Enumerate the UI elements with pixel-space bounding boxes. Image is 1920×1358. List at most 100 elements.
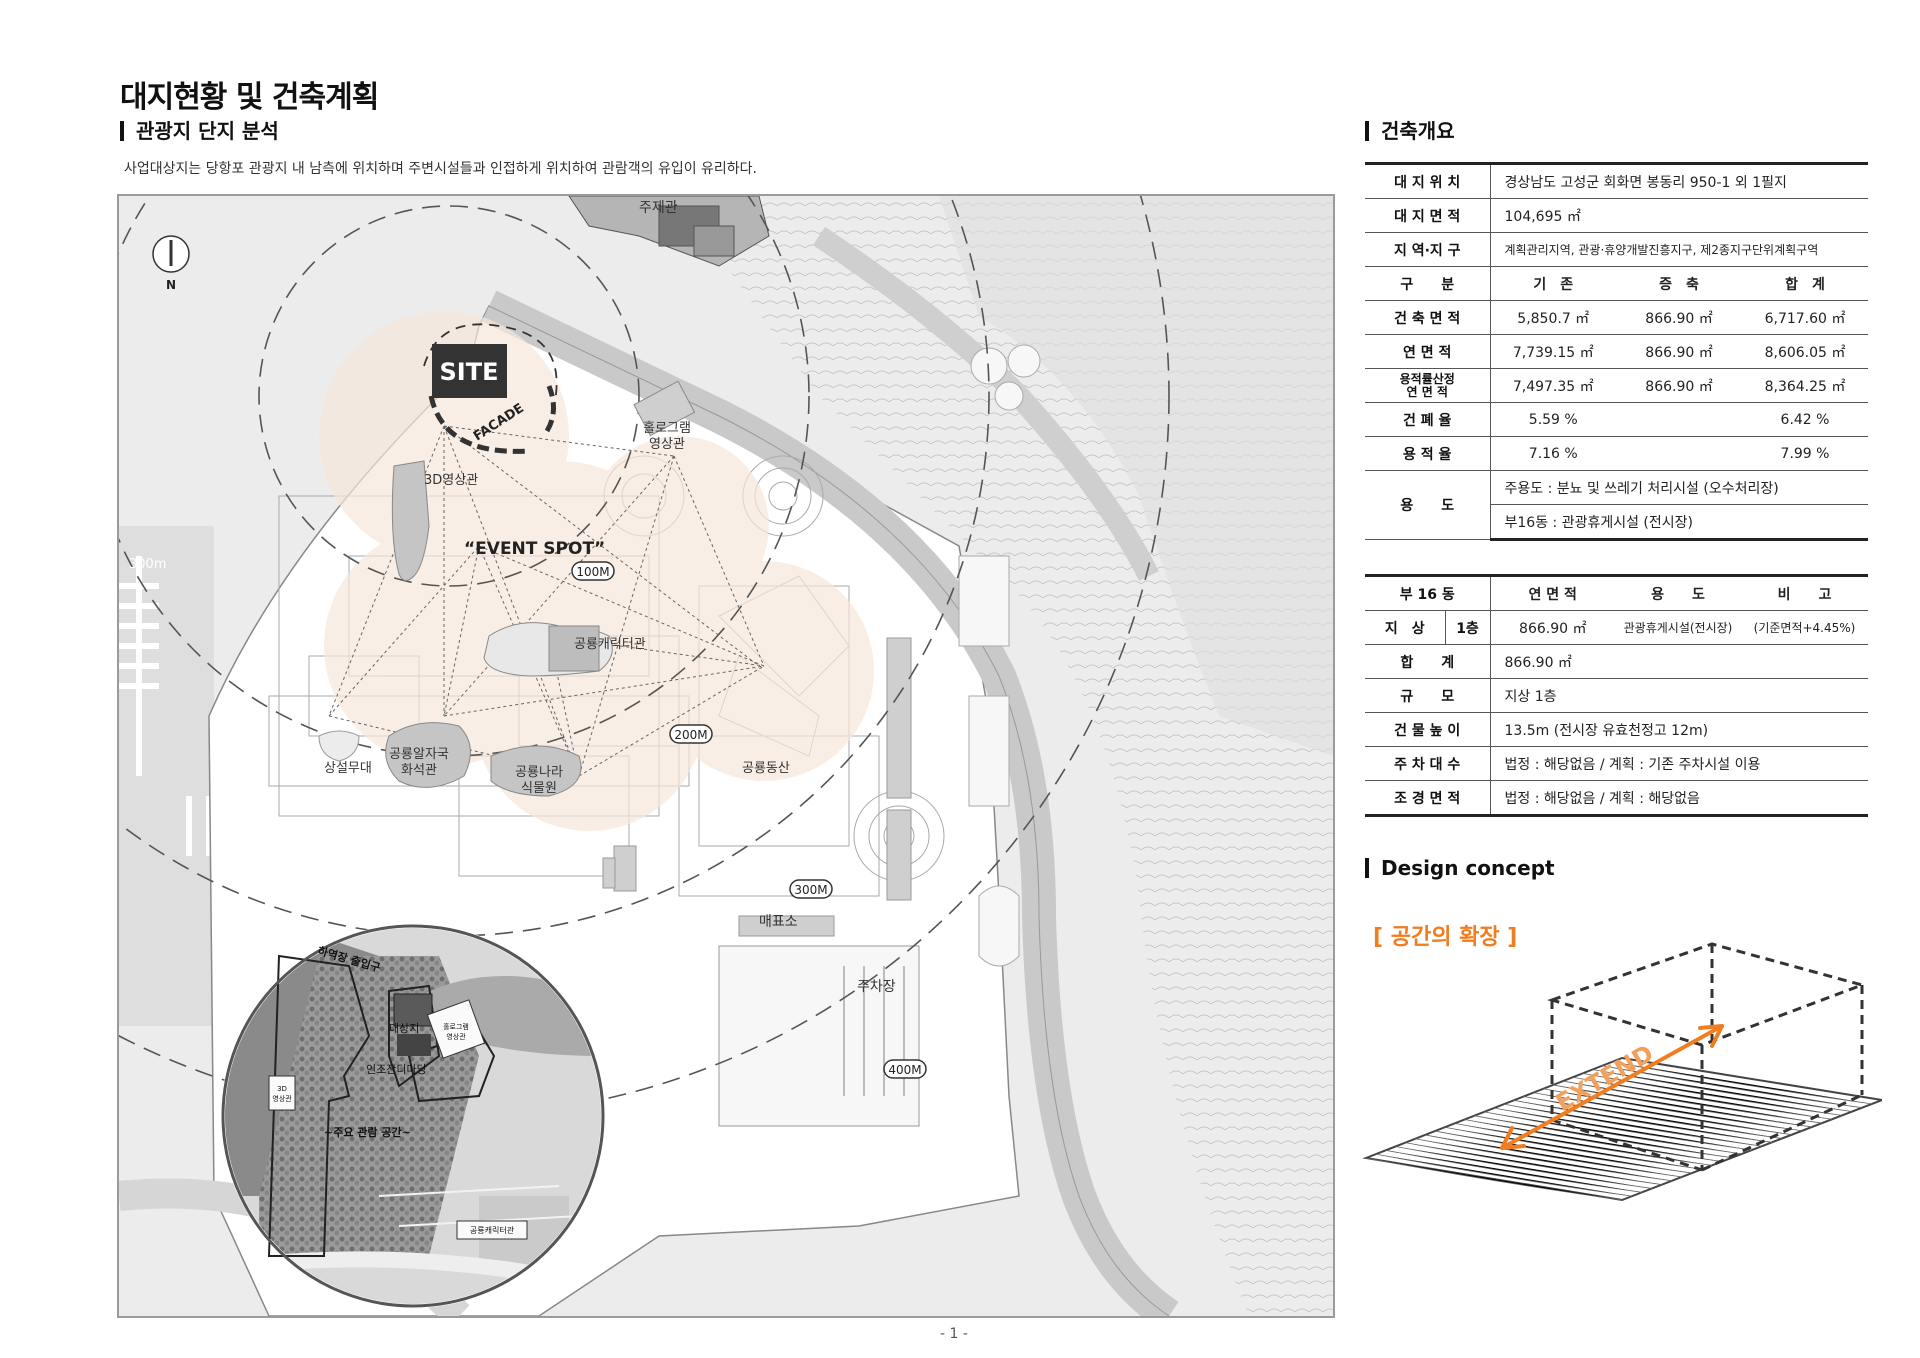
inset-label-3d-2: 영상관 [272,1094,292,1103]
row-value: 104,695 ㎡ [1490,198,1868,233]
row-value: 경상남도 고성군 회화면 봉동리 950-1 외 1필지 [1490,162,1868,199]
table-row: 건 축 면 적 5,850.7 ㎡ 866.90 ㎡ 6,717.60 ㎡ [1365,300,1868,335]
row-label: 구 분 [1365,266,1491,301]
plant-blob [490,745,582,797]
hatch-line [1415,1138,1673,1182]
table-row: 건 폐 율 5.59 % 6.42 % [1365,402,1868,437]
hatch-line [1434,1130,1693,1174]
cell: 5.59 % [1490,402,1616,437]
row-label: 용 도 [1365,470,1491,540]
hatch-line [1523,1096,1783,1139]
hatch-line [1454,1122,1713,1166]
cell: 7.99 % [1742,436,1868,471]
hatch-line [1533,1092,1793,1136]
table-row: 건 물 높 이 13.5m (전시장 유효천정고 12m) [1365,712,1868,747]
hatch-line [1513,1099,1773,1143]
row-label: 연 면 적 [1365,334,1491,369]
section-heading-overview: 건축개요 [1365,121,1455,141]
col-header: 증 축 [1616,266,1742,301]
row-label: 규 모 [1365,678,1491,713]
distance-100m: 100M [576,565,609,579]
site-map: SITE FACADE N 3D영상관 “EVENT SPOT” 공룡캐릭터관 … [117,194,1335,1318]
row-value: 지상 1층 [1490,678,1868,713]
cell: 5,850.7 ㎡ [1490,300,1616,335]
label-video3d: 3D영상관 [424,473,478,488]
row-label: 대 지 면 적 [1365,198,1491,233]
hatch-line [1464,1119,1723,1162]
distance-markers: 100M 200M 300M 400M [571,561,927,1079]
row-label: 조 경 면 적 [1365,780,1491,817]
inset-label-lawn: 인조잔디마당 [366,1063,427,1076]
table-row: 용 적 율 7.16 % 7.99 % [1365,436,1868,471]
section-heading-design-concept: Design concept [1365,858,1555,878]
cell: 7,739.15 ㎡ [1490,334,1616,369]
table-row: 대 지 위 치 경상남도 고성군 회화면 봉동리 950-1 외 1필지 [1365,162,1868,199]
cell: 7.16 % [1490,436,1616,471]
cell: 8,606.05 ㎡ [1742,334,1868,369]
cell: 8,364.25 ㎡ [1742,368,1868,403]
annex-table: 부 16 동 연 면 적 용 도 비 고 지 상 1층 866.90 ㎡ 관광휴… [1365,574,1868,817]
hatch-line [1405,1142,1663,1186]
hatch-line [1582,1072,1843,1116]
col-header: 용 도 [1615,574,1741,611]
inset-label-main-space: ~주요 관람 공간~ [324,1125,411,1139]
label-event-spot: “EVENT SPOT” [464,539,605,559]
cell: 관광휴게시설(전시장) [1615,610,1741,645]
extend-arrow-icon [1500,1024,1724,1150]
label-ticket: 매표소 [759,914,798,930]
label-dino-character: 공룡캐릭터관 [574,637,646,652]
cell: 866.90 ㎡ [1616,368,1742,403]
inset-label-target: 대상지 [389,1022,419,1035]
distance-300m: 300M [794,883,827,897]
north-label: N [166,278,176,292]
col-header: 비 고 [1741,574,1868,611]
hatch-line [1543,1088,1803,1132]
hatch-line [1562,1080,1823,1124]
hatch-line [1592,1069,1853,1112]
col-header: 합 계 [1742,266,1868,301]
overview-table: 대 지 위 치 경상남도 고성군 회화면 봉동리 950-1 외 1필지 대 지… [1365,162,1868,541]
label-stage: 상설무대 [324,761,372,776]
label-hologram-2: 영상관 [649,437,685,452]
row-value: 주용도 : 분뇨 및 쓰레기 처리시설 (오수처리장) [1490,470,1868,505]
cell: 6,717.60 ㎡ [1742,300,1868,335]
table-row: 규 모 지상 1층 [1365,678,1868,713]
table-row-header: 구 분 기 존 증 축 합 계 [1365,266,1868,301]
concept-title: [ 공간의 확장 ] [1373,925,1518,950]
hatch-line [1395,1146,1653,1189]
site-marker [432,344,507,398]
label-dino-egg-2: 화석관 [401,763,437,778]
table-row: 합 계 866.90 ㎡ [1365,644,1868,679]
theme-hall-building [568,196,770,267]
cell: 7,497.35 ㎡ [1490,368,1616,403]
table-row: 지 상 1층 866.90 ㎡ 관광휴게시설(전시장) (기준면적+4.45%) [1365,610,1868,645]
egg-blob [385,722,471,788]
section-heading-site-analysis: 관광지 단지 분석 [120,121,279,141]
row-label: 대 지 위 치 [1365,162,1491,199]
row-label: 용적률산정 연 면 적 [1365,368,1491,403]
table-row: 대 지 면 적 104,695 ㎡ [1365,198,1868,233]
intro-text: 사업대상지는 당항포 관광지 내 남측에 위치하며 주변시설들과 인접하게 위치… [124,161,757,177]
row-label: 주 차 대 수 [1365,746,1491,781]
col-header: 기 존 [1490,266,1616,301]
label-parking: 주차장 [857,979,896,995]
row-label: 지 역·지 구 [1365,232,1491,267]
table-row: 부16동 : 관광휴게시설 (전시장) [1365,504,1868,541]
cell: 866.90 ㎡ [1616,334,1742,369]
label-dino-hill: 공룡동산 [742,761,790,776]
row-label: 지 상 [1365,610,1446,645]
row-label: 합 계 [1365,644,1491,679]
row-label: 건 폐 율 [1365,402,1491,437]
hatch-line [1425,1134,1683,1178]
table-row: 용 도 주용도 : 분뇨 및 쓰레기 처리시설 (오수처리장) [1365,470,1868,540]
label-300m-left: 300m [129,557,166,572]
label-dino-egg-1: 공룡알자국 [389,747,449,762]
row-label: 용 적 율 [1365,436,1491,471]
row-label: 건 물 높 이 [1365,712,1491,747]
hatch-line [1553,1084,1813,1128]
hatch-line [1385,1149,1643,1193]
label-hologram-1: 홀로그램 [643,421,691,436]
row-value: 13.5m (전시장 유효천정고 12m) [1490,712,1868,747]
site-label: SITE [440,358,499,386]
row-value: 866.90 ㎡ [1490,644,1868,679]
